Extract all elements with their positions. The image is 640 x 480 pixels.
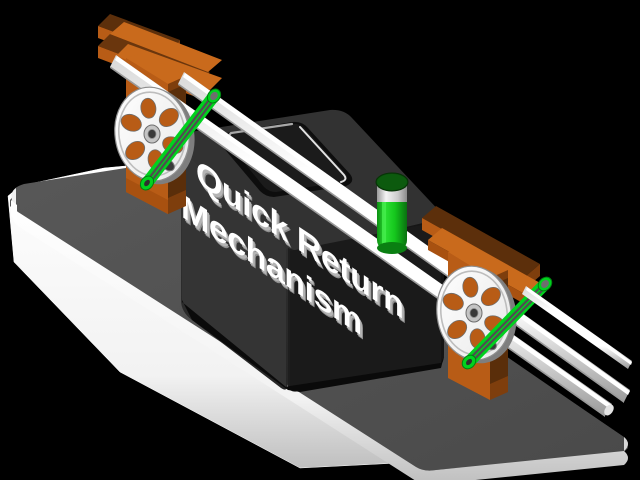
crank-disc-left-hole: [140, 97, 157, 119]
guide-rail-foreground-highlight: [526, 287, 632, 365]
post-left-rail-support-top: [110, 22, 222, 72]
connecting-rod-right-bore-lower: [465, 358, 473, 366]
connecting-rod-left-slider: [208, 90, 220, 102]
crank-disc-right-hole: [480, 286, 501, 307]
main-block-left-face-fill: [182, 152, 286, 387]
crank-disc-left-hole: [158, 107, 179, 128]
post-left-column-top: [126, 52, 186, 84]
connecting-rod-left-bore-lower: [144, 179, 150, 187]
base-plate-corner-highlight: [11, 200, 17, 221]
base-plate-right-edge: [624, 437, 628, 451]
crank-disc-right-holes: [442, 276, 506, 350]
main-block-bottom-shadow: [182, 300, 444, 392]
crank-disc-right-hole: [447, 319, 468, 340]
guide-rail-foreground: [522, 286, 632, 369]
crank-disc-left-hub-bore: [147, 129, 157, 139]
crank-disc-right-hub-bore: [469, 308, 479, 318]
green-cylinder: [375, 172, 409, 254]
connecting-rod-left-inner-line: [149, 98, 213, 181]
green-cylinder-body: [377, 196, 407, 250]
post-left-foot: [126, 178, 168, 214]
connecting-rod-right-slider: [539, 278, 551, 290]
crank-disc-right-hole: [442, 292, 464, 311]
connecting-rod-left: [139, 88, 222, 191]
guide-rail-upper-endcap: [604, 404, 614, 416]
post-right-column-top: [448, 246, 508, 278]
post-right-bar-top: [422, 206, 540, 276]
green-cylinder-top-face: [377, 174, 407, 190]
crank-disc-left-hole: [120, 113, 142, 132]
crank-disc-left-hole: [125, 140, 146, 161]
crank-disc-right-hole: [462, 276, 479, 298]
green-cylinder-bottom: [377, 242, 407, 254]
main-block-slot-rim2: [299, 126, 347, 183]
